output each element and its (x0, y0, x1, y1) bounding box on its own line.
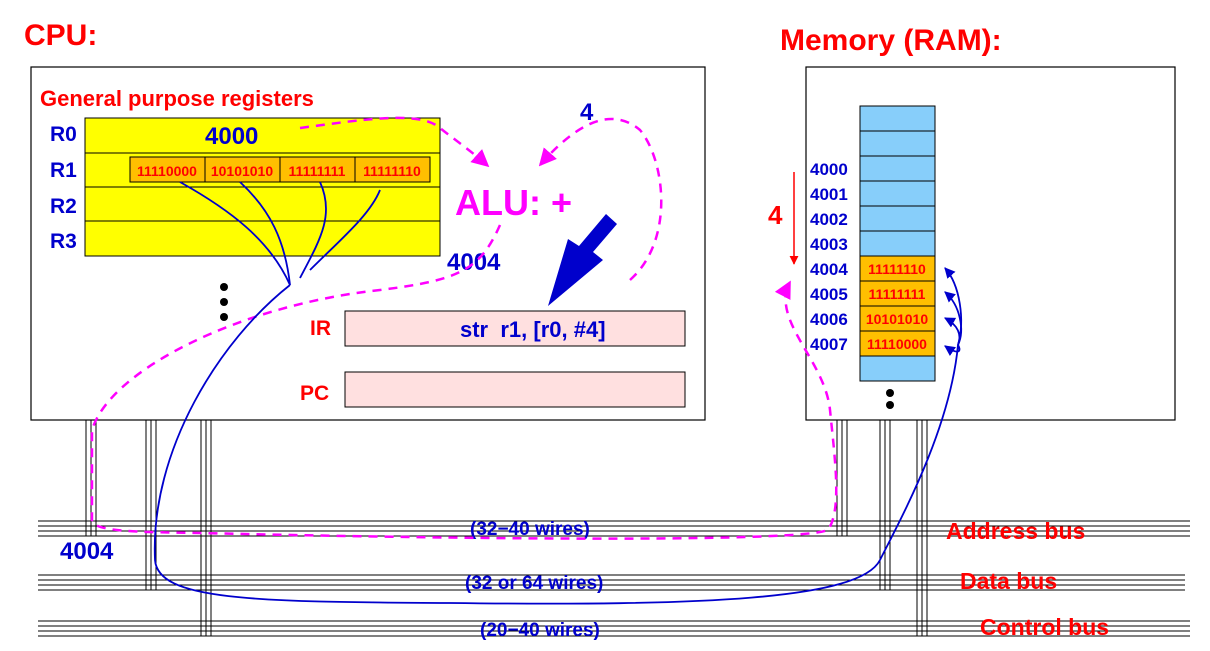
address-bus-wires: (32−40 wires) (470, 519, 590, 540)
pc-box (344, 371, 686, 408)
register-name-r3: R3 (50, 230, 77, 253)
offset-to-alu-flow (538, 117, 663, 281)
register-r1-byte: 10101010 (211, 163, 274, 179)
control-bus-wires: (20−40 wires) (480, 620, 600, 641)
register-r1-byte: 11110000 (137, 163, 197, 179)
control-bus (38, 620, 1190, 637)
memory-address: 4001 (810, 185, 848, 204)
data-bus-label: Data bus (960, 568, 1057, 594)
memory-address: 4006 (810, 310, 848, 329)
r0-to-alu-flow (299, 116, 490, 168)
control-bus-label: Control bus (980, 614, 1109, 640)
memory-cell-value: 11111111 (869, 286, 926, 302)
data-bus-wires: (32 or 64 wires) (465, 573, 603, 594)
memory-address: 4005 (810, 285, 848, 304)
register-name-r2: R2 (50, 195, 77, 218)
memory-address: 4000 (810, 160, 848, 179)
register-name-r1: R1 (50, 159, 77, 182)
memory-offset-value: 4 (768, 200, 783, 230)
data-bus (38, 574, 1185, 591)
pc-label: PC (300, 382, 329, 405)
memory-address: 4004 (810, 260, 848, 279)
alu-label: ALU: + (455, 182, 572, 223)
address-bus (38, 520, 1190, 537)
register-r1-byte: 11111110 (363, 163, 421, 179)
memory-write-arrows (944, 267, 963, 356)
memory-cell-value: 11111110 (868, 261, 926, 277)
decode-arrow (548, 214, 617, 306)
memory-cell-value: 11110000 (867, 336, 927, 352)
memory-address: 4002 (810, 210, 848, 229)
ir-box (344, 310, 686, 347)
ir-value: str r1, [r0, #4] (460, 317, 606, 342)
register-r1-byte: 11111111 (289, 163, 346, 179)
gpr-label: General purpose registers (40, 86, 314, 111)
memory-address: 4003 (810, 235, 848, 254)
address-bus-value: 4004 (60, 538, 114, 565)
register-name-r0: R0 (50, 123, 77, 146)
offset-value: 4 (580, 99, 594, 126)
cpu-title: CPU: (24, 19, 97, 52)
address-bus-label: Address bus (946, 518, 1085, 544)
memory-ellipsis (886, 389, 894, 409)
memory-title: Memory (RAM): (780, 24, 1002, 57)
memory-address: 4007 (810, 335, 848, 354)
memory-cells (859, 105, 936, 382)
memory-bus-connectors (836, 420, 928, 636)
register-ellipsis (220, 283, 228, 321)
register-r1-bytes (129, 156, 431, 183)
r1-data-wires (153, 181, 959, 605)
register-file (84, 117, 441, 257)
alu-result: 4004 (447, 249, 501, 276)
ir-label: IR (310, 317, 331, 340)
register-r0-value: 4000 (205, 123, 258, 150)
memory-cell-value: 10101010 (866, 311, 929, 327)
